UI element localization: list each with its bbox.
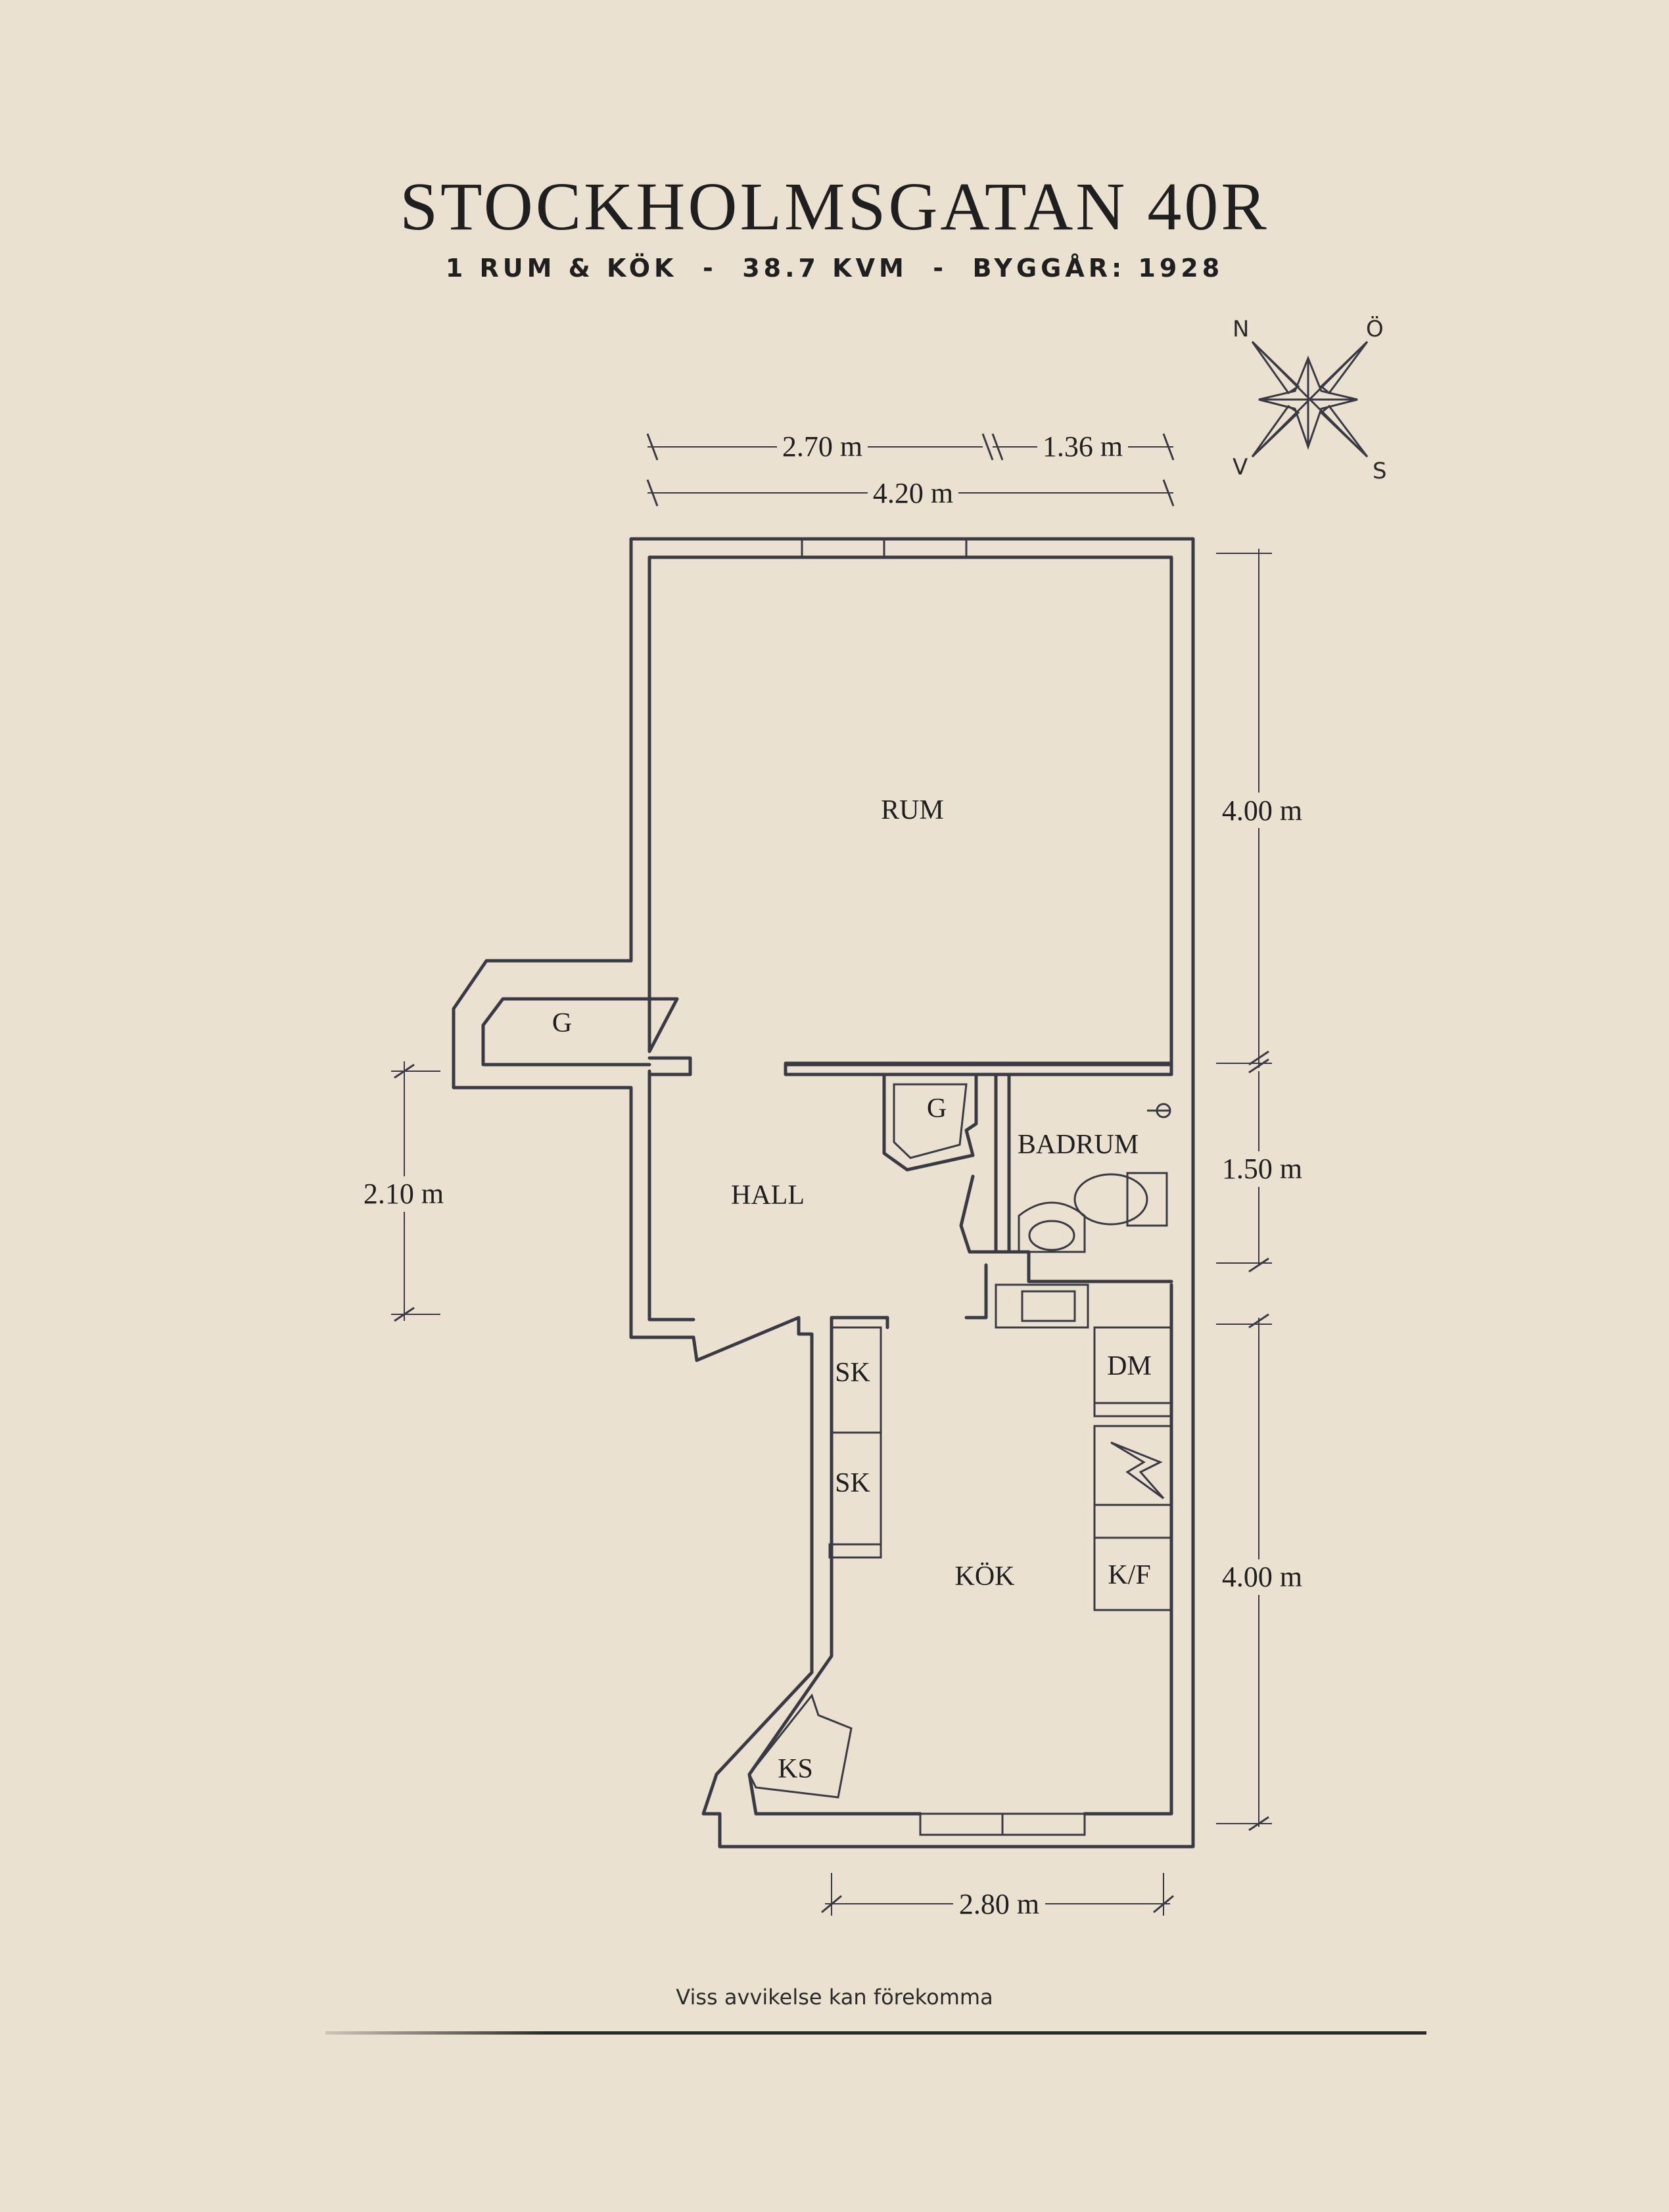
- compass-north-label: N: [1233, 316, 1249, 342]
- disclaimer-text: Viss avvikelse kan förekomma: [676, 1985, 993, 2010]
- dim-label-top-left: 2.70 m: [782, 430, 862, 463]
- exterior-walls: [452, 537, 1195, 1849]
- dim-label-kok-width: 2.80 m: [959, 1888, 1039, 1920]
- dim-label-badrum-depth: 1.50 m: [1222, 1153, 1302, 1185]
- closet-label-center: G: [927, 1094, 947, 1124]
- cabinet-label-2: SK: [835, 1468, 870, 1498]
- dishwasher-label: DM: [1107, 1351, 1152, 1381]
- compass-east-label: Ö: [1366, 315, 1384, 342]
- room-label-hall: HALL: [731, 1180, 805, 1210]
- bathroom-fixtures: [995, 1103, 1171, 1329]
- room-label-kok: KÖK: [955, 1561, 1015, 1592]
- dim-label-kok-depth: 4.00 m: [1222, 1561, 1302, 1593]
- kitchen-fixtures: [748, 1326, 1173, 1799]
- compass-west-label: V: [1233, 454, 1248, 480]
- room-label-badrum: BADRUM: [1018, 1130, 1139, 1160]
- bottom-divider: [325, 2031, 1426, 2035]
- plan-title: STOCKHOLMSGATAN 40R: [400, 169, 1269, 244]
- dim-label-hall-depth: 2.10 m: [364, 1178, 444, 1210]
- closet-label-left: G: [552, 1008, 572, 1038]
- dim-label-total-width: 4.20 m: [873, 477, 953, 509]
- room-label-rum: RUM: [881, 795, 944, 825]
- cold-storage-label: KS: [778, 1754, 813, 1784]
- plan-subtitle: 1 RUM & KÖK - 38.7 KVM - BYGGÅR: 1928: [445, 254, 1224, 283]
- dim-label-rum-depth: 4.00 m: [1222, 795, 1302, 827]
- fridge-freezer-label: K/F: [1108, 1560, 1150, 1590]
- dim-label-top-right: 1.36 m: [1043, 430, 1123, 463]
- cabinet-label-1: SK: [835, 1358, 870, 1388]
- stove-icon: [1110, 1441, 1165, 1500]
- compass-rose-icon: N Ö V S: [1233, 315, 1387, 484]
- compass-south-label: S: [1373, 458, 1387, 484]
- dimension-lines: [391, 433, 1272, 1916]
